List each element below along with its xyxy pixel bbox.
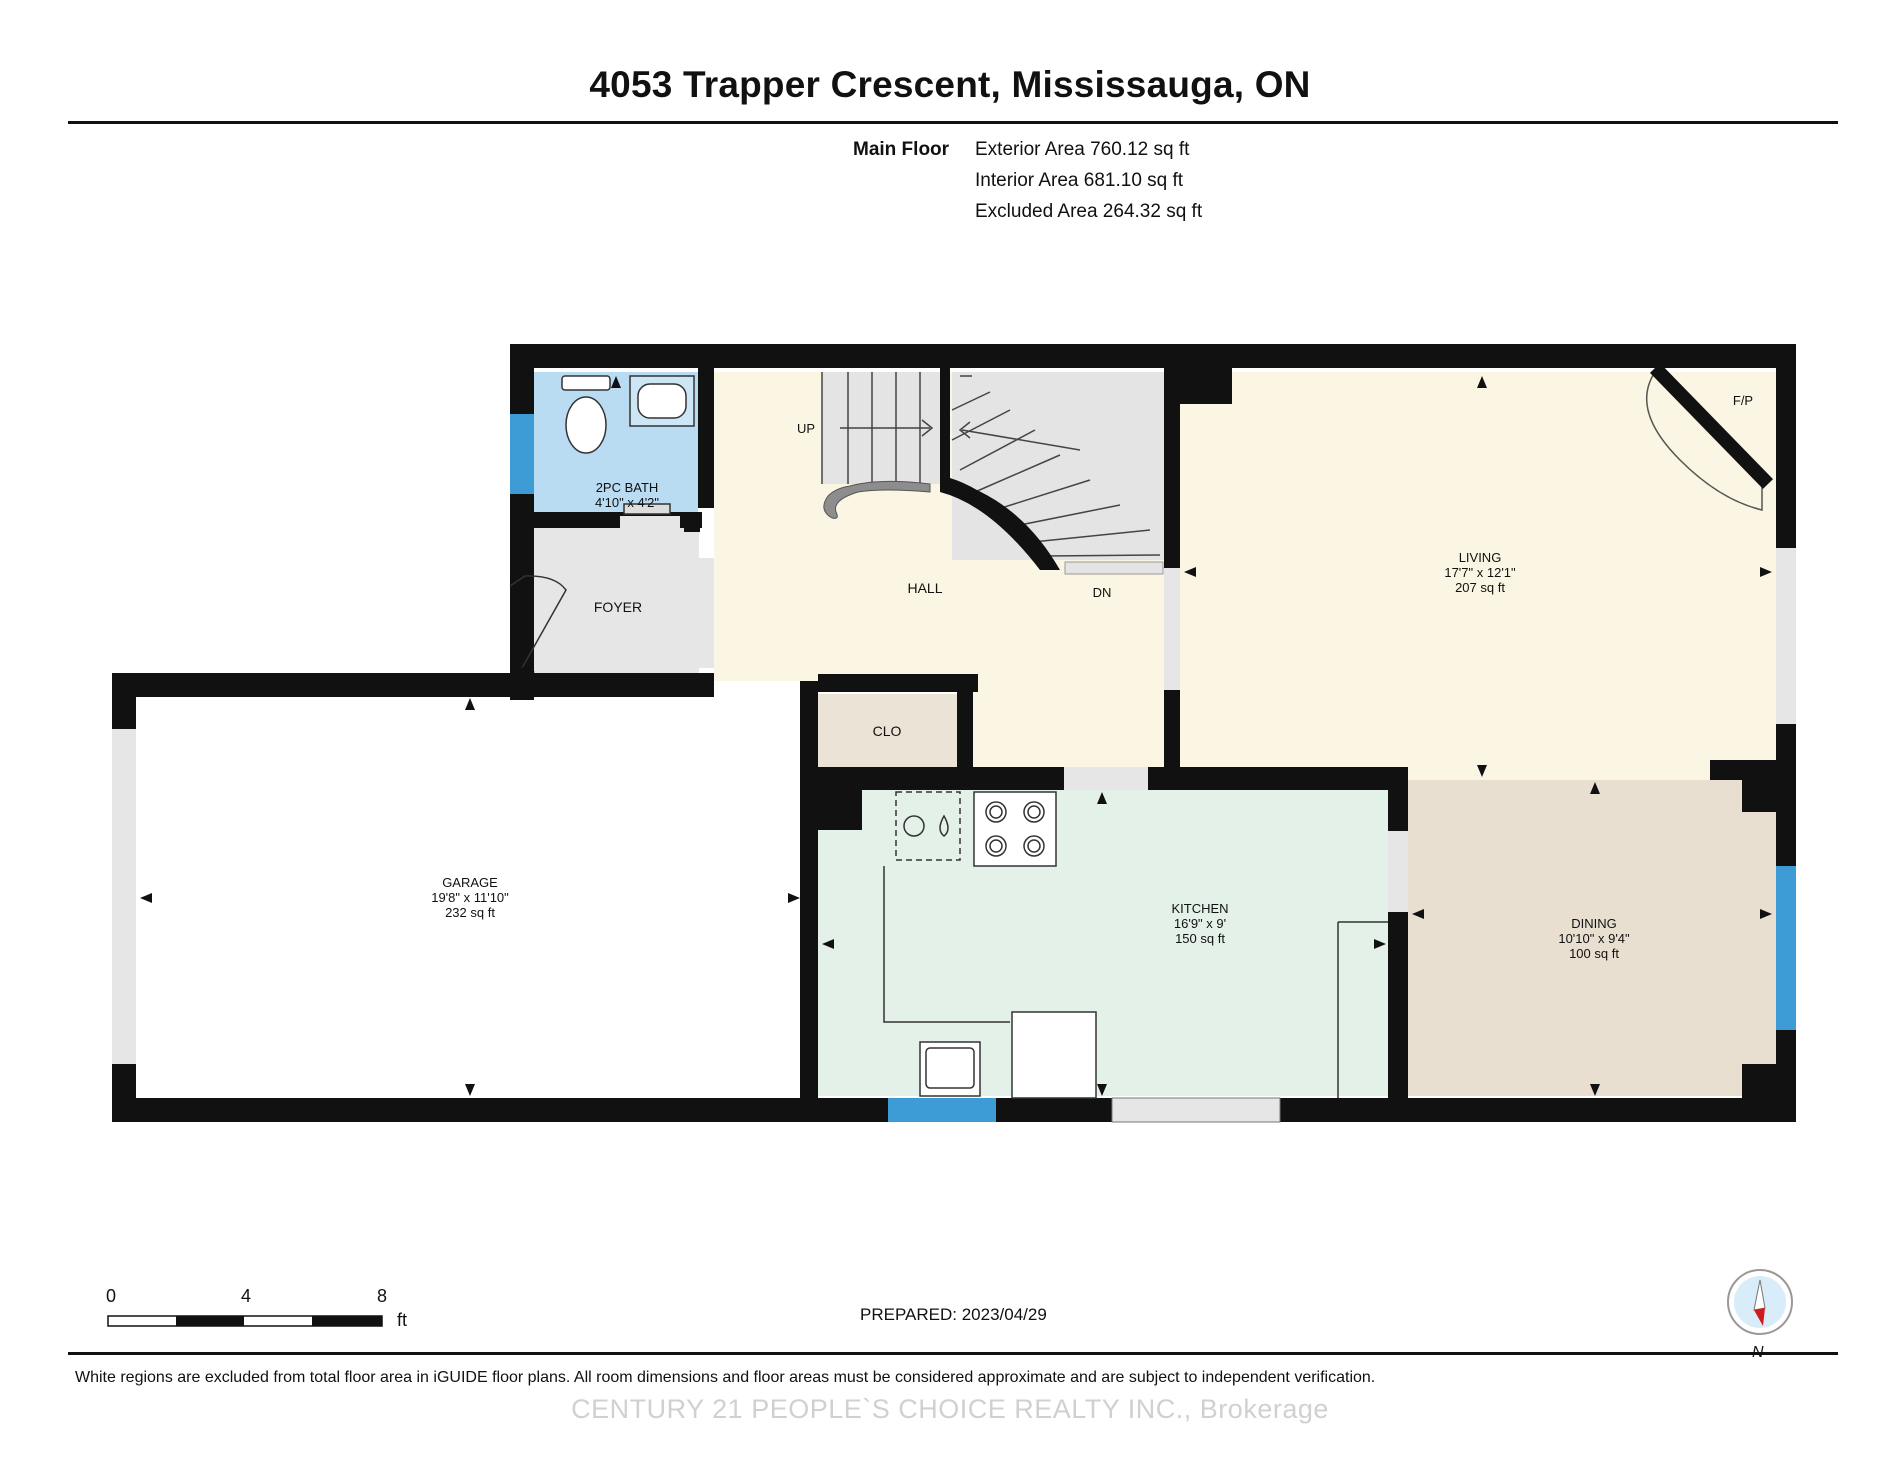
header-rule (68, 121, 1838, 124)
brokerage-watermark: CENTURY 21 PEOPLE`S CHOICE REALTY INC., … (571, 1394, 1329, 1424)
living-dims: 17'7" x 12'1" (1444, 565, 1516, 580)
walls (112, 344, 1796, 1122)
footer-rule (68, 1352, 1838, 1355)
compass-north-label: N (1752, 1344, 1764, 1360)
kitchen-fill (818, 790, 1388, 1096)
excluded-area: Excluded Area 264.32 sq ft (975, 201, 1203, 222)
bath-name: 2PC BATH (596, 480, 659, 495)
closet-fill (818, 694, 957, 767)
living-area: 207 sq ft (1455, 580, 1505, 595)
fireplace-label: F/P (1733, 393, 1753, 408)
hall-lower-fill (965, 681, 1164, 767)
exterior-area: Exterior Area 760.12 sq ft (975, 139, 1190, 160)
scale-unit: ft (397, 1310, 407, 1330)
scale-tick-4: 4 (241, 1286, 251, 1306)
kitchen-name: KITCHEN (1171, 901, 1228, 916)
dining-name: DINING (1571, 916, 1617, 931)
foyer-name: FOYER (594, 599, 642, 615)
dining-dims: 10'10" x 9'4" (1558, 931, 1630, 946)
area-values: Exterior Area 760.12 sq ft Interior Area… (975, 134, 1202, 227)
garage-name: GARAGE (442, 875, 498, 890)
doors (509, 503, 671, 675)
living-name: LIVING (1459, 550, 1502, 565)
kitchen-fixtures (883, 791, 1388, 1099)
interior-area: Interior Area 681.10 sq ft (975, 170, 1184, 191)
compass-icon: N (1727, 1269, 1793, 1360)
disclaimer: White regions are excluded from total fl… (75, 1369, 1376, 1386)
garage-area: 232 sq ft (445, 905, 495, 920)
scale-bar: 0 4 8 ft (106, 1286, 407, 1330)
scale-tick-8: 8 (377, 1286, 387, 1306)
dimension-arrows (140, 376, 1772, 1096)
prepared-date: PREPARED: 2023/04/29 (860, 1305, 1047, 1324)
windows (112, 414, 1796, 1123)
kitchen-area: 150 sq ft (1175, 931, 1225, 946)
staircase (821, 365, 1164, 575)
foyer-fill (534, 528, 699, 681)
stair-down-label: DN (1093, 585, 1112, 600)
bath-fixtures (561, 375, 695, 454)
closet-name: CLO (873, 723, 902, 739)
scale-tick-0: 0 (106, 1286, 116, 1306)
dining-fill (1408, 780, 1776, 1096)
dining-area: 100 sq ft (1569, 946, 1619, 961)
floor-label: Main Floor (853, 139, 950, 160)
hall-name: HALL (907, 580, 942, 596)
kitchen-dims: 16'9" x 9' (1174, 916, 1226, 931)
plan-title: 4053 Trapper Crescent, Mississauga, ON (589, 64, 1311, 105)
bath-dims: 4'10" x 4'2" (595, 495, 659, 510)
garage-dims: 19'8" x 11'10" (431, 890, 509, 905)
fireplace (1645, 363, 1774, 511)
stair-up-label: UP (797, 421, 815, 436)
